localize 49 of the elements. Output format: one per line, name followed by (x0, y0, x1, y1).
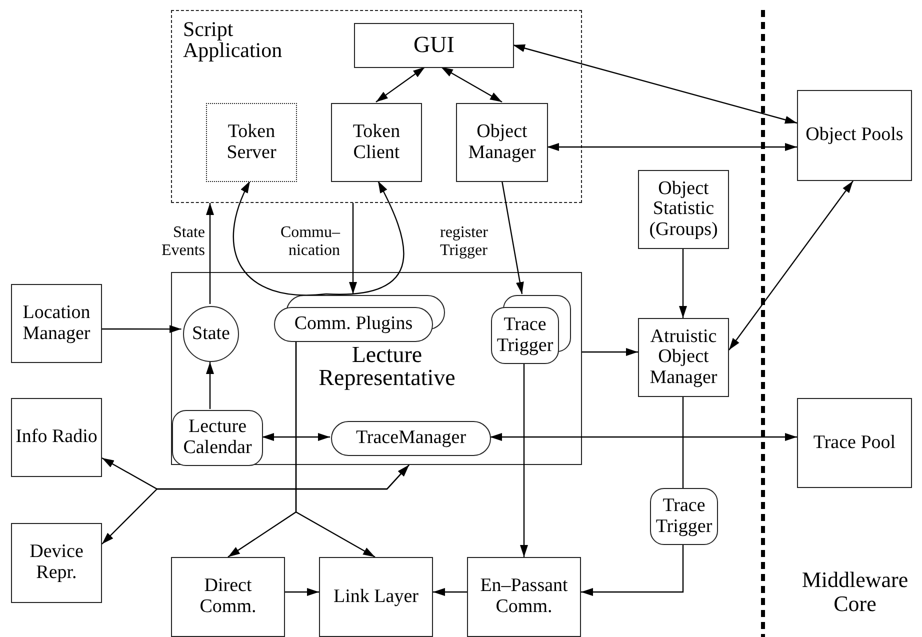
arrow (349, 203, 357, 294)
process-box: Device Repr. (11, 523, 102, 603)
arrow (233, 180, 326, 296)
arrow (102, 464, 410, 544)
process-box: Object Statistic (Groups) (638, 170, 729, 249)
arrow (262, 433, 330, 441)
arrow (728, 180, 854, 350)
process-box: En–Passant Comm. (467, 557, 581, 637)
process-box: Location Manager (11, 284, 102, 363)
arrow (326, 180, 404, 295)
rounded-box: TraceManager (331, 421, 491, 456)
rounded-box: Trace Trigger (650, 488, 718, 545)
arrow (581, 545, 684, 596)
connector-line (682, 397, 684, 488)
edge-label: State Events (160, 224, 205, 260)
arrow (376, 66, 426, 102)
dotted-box: Token Server (206, 103, 297, 182)
state-circle: State (183, 306, 239, 362)
process-box: Direct Comm. (171, 557, 285, 637)
process-box: GUI (354, 23, 514, 68)
arrow (520, 363, 528, 557)
process-box: Info Radio (11, 398, 102, 477)
process-box: Object Pools (797, 90, 912, 181)
group-frame (171, 272, 582, 465)
arrow (285, 588, 319, 596)
arrow (547, 143, 797, 151)
arrow (490, 433, 797, 441)
arrow (102, 325, 182, 334)
arrow (206, 203, 214, 304)
process-box: Link Layer (319, 557, 433, 637)
arrow (295, 341, 376, 558)
group-title: Lecture Representative (318, 343, 456, 389)
arrow (206, 362, 214, 409)
process-box: Object Manager (456, 103, 548, 182)
edge-label: register Trigger (440, 224, 489, 260)
arrow (512, 44, 798, 124)
process-box: Atruistic Object Manager (638, 318, 729, 397)
rounded-box: Lecture Calendar (172, 410, 263, 466)
arrow (582, 348, 638, 356)
arrow (440, 66, 502, 103)
process-box: Token Client (331, 103, 422, 182)
arrow (501, 180, 524, 294)
group-title: Script Application (183, 19, 284, 61)
arrow (433, 588, 467, 596)
dashed-group-frame (171, 10, 582, 203)
arrow (679, 249, 687, 318)
process-box: Trace Pool (797, 398, 912, 488)
edge-label: Commu– nication (279, 224, 340, 260)
region-label: Middleware Core (800, 568, 910, 616)
